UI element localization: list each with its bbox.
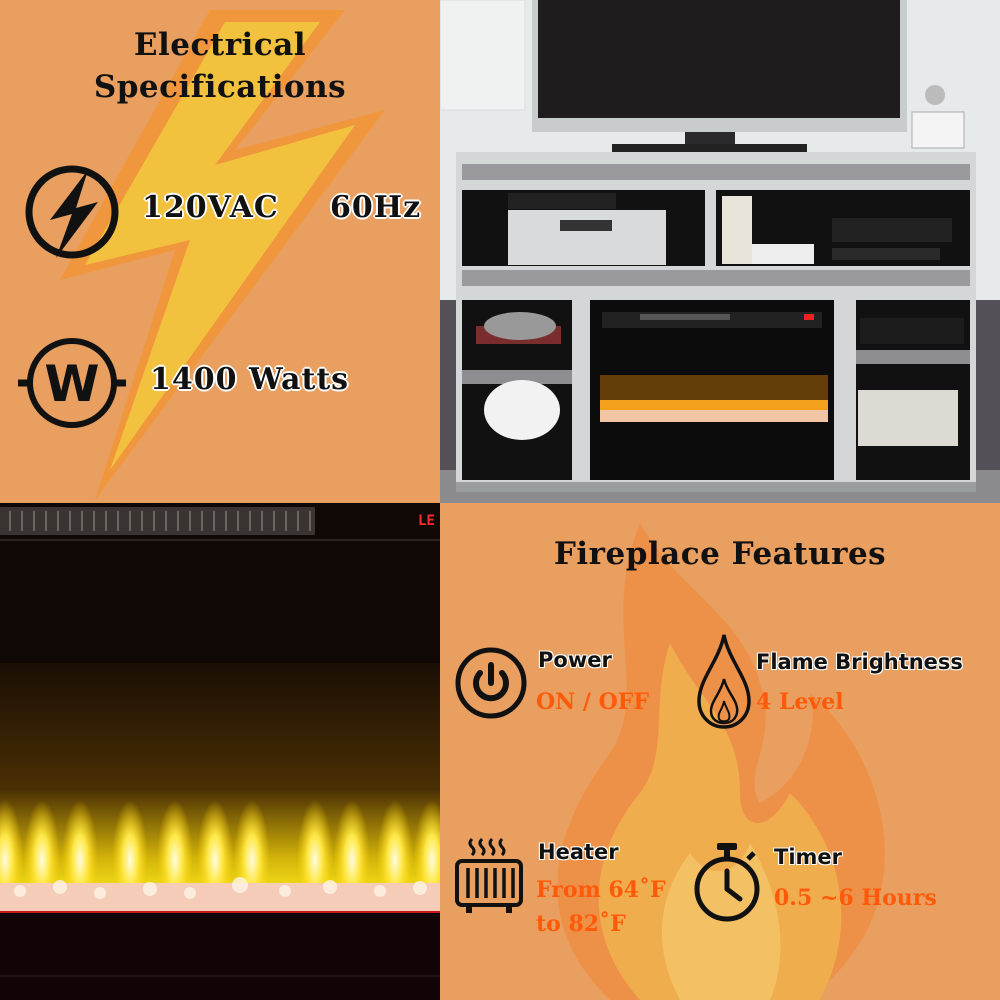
electrical-title: Electrical Specifications [40, 24, 400, 108]
frequency-value: 60Hz [330, 190, 422, 225]
background-flame-icon [557, 523, 885, 1000]
voltage-value: 120VAC [142, 190, 279, 225]
heater-label: Heater [538, 840, 619, 864]
flame-closeup-image: LE [0, 503, 440, 1000]
power-value: ON / OFF [536, 689, 650, 715]
svg-text:W: W [44, 355, 99, 413]
heater-value-line2: to 82˚F [536, 911, 626, 937]
fireplace-features-panel: Fireplace Features Power ON / OFF Flame … [440, 503, 1000, 1000]
timer-value: 0.5 ~6 Hours [774, 885, 937, 911]
background-lightning-icon [60, 10, 385, 500]
heater-value-line1: From 64˚F [536, 877, 666, 903]
flame-icon [697, 634, 751, 729]
flame-closeup-photo: LE [0, 503, 440, 1000]
features-title: Fireplace Features [553, 536, 887, 572]
electrical-title-line1: Electrical [133, 27, 307, 63]
wattage-value: 1400 Watts [150, 362, 350, 397]
heater-icon [455, 837, 523, 913]
power-label: Power [538, 648, 612, 672]
tv-stand-image [440, 0, 1000, 503]
electrical-specs-panel: Electrical Specifications 120VAC 60Hz W … [0, 0, 440, 503]
lightning-bolt-icon [25, 165, 119, 259]
timer-label: Timer [774, 845, 843, 869]
flame-brightness-value: 4 Level [756, 689, 844, 715]
electrical-title-line2: Specifications [93, 69, 347, 105]
flame-brightness-label: Flame Brightness [756, 650, 963, 674]
led-readout: LE [418, 513, 435, 529]
stopwatch-icon [694, 843, 760, 922]
product-photo [440, 0, 1000, 503]
watt-meter-icon: W [18, 338, 126, 428]
power-icon [455, 647, 527, 719]
